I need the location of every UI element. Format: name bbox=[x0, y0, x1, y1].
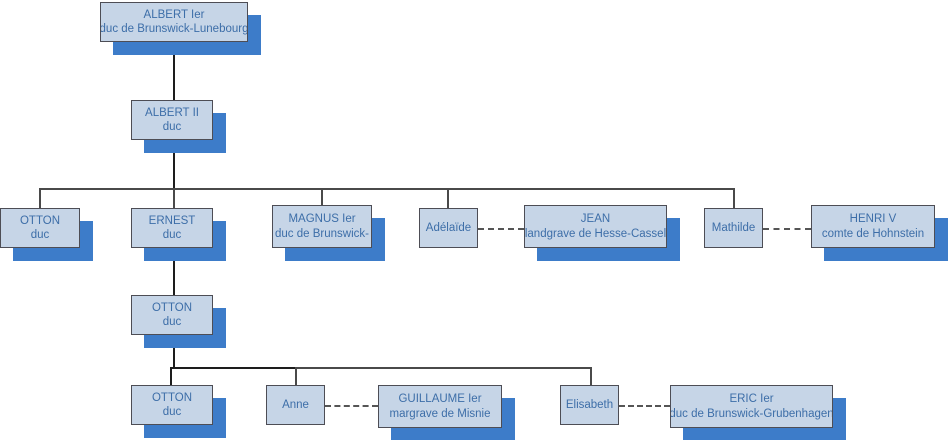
marriage-link-anne-guillaume bbox=[325, 405, 378, 407]
node-jean-line1: JEAN bbox=[580, 213, 611, 226]
bus-generation-3 bbox=[39, 188, 734, 190]
node-otton-r3-line2: duc bbox=[30, 229, 50, 241]
node-anne[interactable]: Anne bbox=[266, 385, 325, 425]
node-albert2-line2: duc bbox=[162, 121, 182, 133]
node-magnus-line1: MAGNUS Ier bbox=[288, 213, 356, 226]
node-otton-r3[interactable]: OTTON duc bbox=[0, 208, 80, 248]
node-anne-line1: Anne bbox=[282, 398, 309, 411]
drop-otton-r6 bbox=[170, 367, 172, 385]
drop-adelaide bbox=[447, 188, 449, 208]
node-henri5-line2: comte de Hohnstein bbox=[821, 227, 925, 240]
connector-albert1-down bbox=[173, 42, 175, 100]
node-adelaide-line1: Adélaïde bbox=[425, 221, 472, 234]
connector-ernest-down bbox=[173, 248, 175, 295]
drop-elisabeth bbox=[590, 367, 592, 385]
node-albert2[interactable]: ALBERT II duc bbox=[131, 100, 213, 140]
node-otton-r5-line2: duc bbox=[162, 316, 182, 328]
node-magnus-line2: duc de Brunswick- bbox=[275, 227, 369, 240]
node-adelaide[interactable]: Adélaïde bbox=[419, 208, 478, 248]
node-otton-r3-line1: OTTON bbox=[19, 214, 61, 227]
connector-otton-r5-down bbox=[173, 335, 175, 368]
node-albert1-line1: ALBERT Ier bbox=[143, 8, 205, 21]
node-otton-r6-line2: duc bbox=[162, 406, 182, 418]
node-otton-r5-line1: OTTON bbox=[151, 301, 193, 314]
node-otton-r6-line1: OTTON bbox=[151, 391, 193, 404]
node-henri5-line1: HENRI V bbox=[849, 213, 897, 226]
connector-albert2-down bbox=[173, 140, 175, 189]
node-henri5[interactable]: HENRI V comte de Hohnstein bbox=[811, 205, 935, 248]
node-albert1[interactable]: ALBERT Ier duc de Brunswick-Lunebourg bbox=[100, 2, 248, 42]
node-otton-r5[interactable]: OTTON duc bbox=[131, 295, 213, 335]
marriage-link-mathilde-henri5 bbox=[763, 228, 811, 230]
node-jean-line2: landgrave de Hesse-Cassel bbox=[524, 227, 667, 240]
drop-ernest bbox=[173, 188, 175, 208]
drop-otton-r3 bbox=[39, 188, 41, 208]
marriage-link-adelaide-jean bbox=[478, 228, 524, 230]
node-mathilde[interactable]: Mathilde bbox=[704, 208, 763, 248]
node-magnus[interactable]: MAGNUS Ier duc de Brunswick- bbox=[272, 205, 372, 248]
node-ernest[interactable]: ERNEST duc bbox=[131, 208, 213, 248]
node-eric1-line2: duc de Brunswick-Grubenhagen bbox=[670, 407, 833, 420]
node-mathilde-line1: Mathilde bbox=[711, 221, 756, 234]
node-eric1[interactable]: ERIC Ier duc de Brunswick-Grubenhagen bbox=[670, 385, 833, 428]
drop-mathilde bbox=[733, 188, 735, 208]
node-guillaume-line1: GUILLAUME Ier bbox=[398, 393, 482, 406]
node-eric1-line1: ERIC Ier bbox=[729, 393, 774, 406]
bus-generation-6 bbox=[170, 367, 592, 369]
node-elisabeth-line1: Elisabeth bbox=[565, 398, 614, 411]
node-guillaume-line2: margrave de Misnie bbox=[389, 407, 491, 420]
node-ernest-line1: ERNEST bbox=[148, 214, 196, 227]
node-albert1-line2: duc de Brunswick-Lunebourg bbox=[100, 23, 248, 35]
node-ernest-line2: duc bbox=[162, 229, 182, 241]
drop-anne bbox=[295, 367, 297, 385]
marriage-link-elisabeth-eric1 bbox=[619, 405, 670, 407]
node-elisabeth[interactable]: Elisabeth bbox=[560, 385, 619, 425]
node-guillaume[interactable]: GUILLAUME Ier margrave de Misnie bbox=[378, 385, 502, 428]
node-otton-r6[interactable]: OTTON duc bbox=[131, 385, 213, 425]
node-albert2-line1: ALBERT II bbox=[145, 106, 199, 119]
node-jean[interactable]: JEAN landgrave de Hesse-Cassel bbox=[524, 205, 667, 248]
drop-magnus bbox=[321, 188, 323, 205]
bus-generation-6-left bbox=[170, 367, 296, 369]
